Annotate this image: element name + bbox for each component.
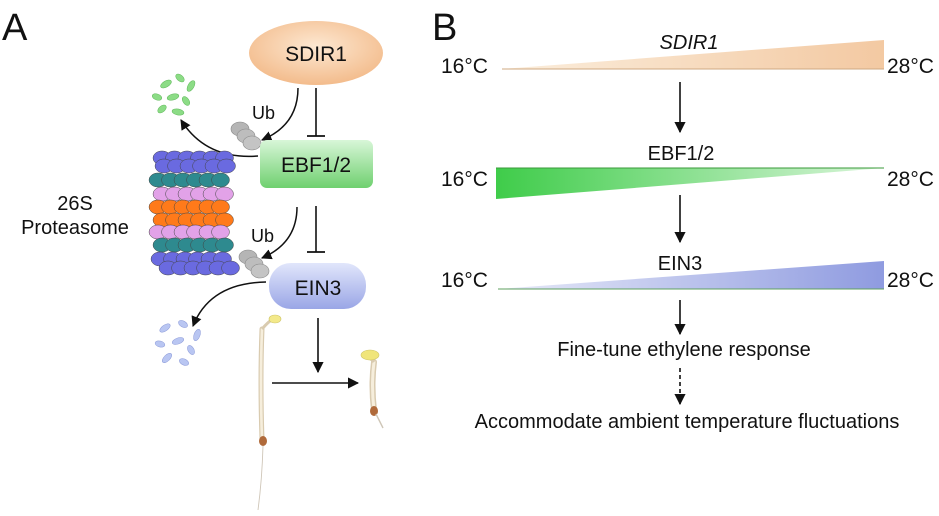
ein3-row-left-temp: 16°C xyxy=(441,269,488,292)
ein3-row-right-temp: 28°C xyxy=(887,269,934,292)
panel-b-label: B xyxy=(432,7,457,49)
ein3-label: EIN3 xyxy=(295,277,342,300)
ein3-to-degradation-arrow xyxy=(191,281,267,327)
proteasome-label-line2: Proteasome xyxy=(21,217,129,239)
ebf-to-degradation-arrow xyxy=(180,119,259,158)
panel-a-label: A xyxy=(2,7,28,49)
ub-chain-bottom xyxy=(238,249,270,279)
ebf-row-right-temp: 28°C xyxy=(887,168,934,191)
degraded-ein3-fragments xyxy=(154,320,201,366)
ebf-label: EBF1/2 xyxy=(281,154,351,177)
proteasome-subunit xyxy=(215,186,234,202)
ebf-temperature-wedge xyxy=(496,168,884,199)
ein3-node xyxy=(269,263,366,309)
proteasome-subunit xyxy=(221,260,240,276)
ebf-node xyxy=(260,140,373,188)
ein3-temperature-wedge xyxy=(498,261,884,289)
sdir1-label: SDIR1 xyxy=(285,43,347,66)
sdir1-node xyxy=(249,21,383,85)
ub-bottom-label: Ub xyxy=(251,226,274,246)
sdir1-row-title: SDIR1 xyxy=(660,32,719,54)
ebf-ubiquitination-arrow xyxy=(261,206,298,260)
proteasome-subunit xyxy=(211,172,230,188)
proteasome-icon xyxy=(148,150,240,276)
ein3-row-title: EIN3 xyxy=(658,253,702,275)
sdir1-temperature-wedge xyxy=(502,40,884,69)
sdir1-row-left-temp: 16°C xyxy=(441,55,488,78)
proteasome-subunit xyxy=(211,199,230,215)
proteasome-subunit xyxy=(215,237,234,253)
outcome-text: Accommodate ambient temperature fluctuat… xyxy=(475,411,900,433)
proteasome-subunit xyxy=(211,224,230,240)
ub-top-label: Ub xyxy=(252,103,275,123)
seedling-long-icon xyxy=(257,314,282,511)
response-text: Fine-tune ethylene response xyxy=(557,339,811,361)
seedling-short-icon xyxy=(360,349,384,429)
proteasome-subunit xyxy=(217,158,236,174)
sdir1-row-right-temp: 28°C xyxy=(887,55,934,78)
degraded-ebf-fragments xyxy=(151,73,196,116)
proteasome-subunit xyxy=(215,212,234,228)
proteasome-label-line1: 26S xyxy=(57,193,93,215)
sdir1-ubiquitination-arrow xyxy=(261,87,299,142)
ebf-row-left-temp: 16°C xyxy=(441,168,488,191)
ub-chain-top xyxy=(230,121,262,151)
ebf-row-title: EBF1/2 xyxy=(648,143,715,165)
